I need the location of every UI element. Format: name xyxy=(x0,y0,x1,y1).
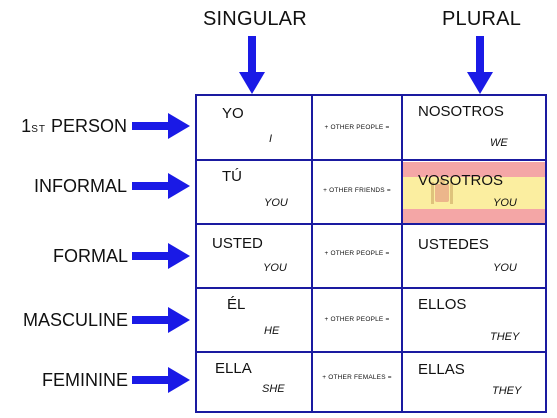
grid-divider xyxy=(195,287,547,289)
plural-translation: YOU xyxy=(493,262,517,274)
plural-down-arrow-icon xyxy=(467,36,493,94)
middle-note: + OTHER PEOPLE = xyxy=(324,250,390,257)
singular-translation: I xyxy=(269,133,273,145)
spain-flag-icon xyxy=(403,162,546,224)
grid-divider xyxy=(195,223,547,225)
singular-translation: HE xyxy=(264,325,280,337)
formal-right-arrow-icon xyxy=(132,243,190,269)
singular-translation: YOU xyxy=(263,262,287,274)
first-person-right-arrow-icon xyxy=(132,113,190,139)
plural-pronoun: USTEDES xyxy=(418,236,489,253)
singular-pronoun: ÉL xyxy=(227,296,246,313)
singular-pronoun: USTED xyxy=(212,235,263,252)
informal-right-arrow-icon xyxy=(132,173,190,199)
singular-pronoun: ELLA xyxy=(215,360,252,377)
grid-divider xyxy=(401,94,403,413)
grid-divider xyxy=(195,351,547,353)
plural-translation: THEY xyxy=(490,331,520,343)
masculine-right-arrow-icon xyxy=(132,307,190,333)
middle-note: + OTHER FRIENDS = xyxy=(323,187,391,194)
middle-note: + OTHER PEOPLE = xyxy=(324,124,390,131)
label-ordinal-suffix: ST xyxy=(31,124,46,135)
row-label-informal: INFORMAL xyxy=(33,176,127,196)
row-label-first-person: 1ST PERSON xyxy=(2,116,127,137)
plural-pronoun: ELLOS xyxy=(418,296,467,313)
middle-note: + OTHER PEOPLE = xyxy=(324,316,390,323)
singular-header: SINGULAR xyxy=(203,8,307,30)
row-label-formal: FORMAL xyxy=(52,246,128,266)
plural-pronoun: VOSOTROS xyxy=(418,172,504,189)
singular-pronoun: YO xyxy=(222,105,244,122)
pronoun-table xyxy=(195,94,547,413)
plural-translation: WE xyxy=(490,137,508,149)
row-label-masculine: MASCULINE xyxy=(22,310,128,330)
plural-pronoun: NOSOTROS xyxy=(418,103,504,120)
singular-translation: SHE xyxy=(262,383,285,395)
middle-note: + OTHER FEMALES = xyxy=(322,374,392,381)
feminine-right-arrow-icon xyxy=(132,367,190,393)
grid-divider xyxy=(311,94,313,413)
label-ordinal-number: 1 xyxy=(21,116,32,136)
singular-pronoun: TÚ xyxy=(222,168,242,185)
label-person-text: PERSON xyxy=(45,116,127,136)
singular-down-arrow-icon xyxy=(239,36,265,94)
plural-pronoun: ELLAS xyxy=(418,361,465,378)
plural-translation: YOU xyxy=(493,197,517,209)
singular-translation: YOU xyxy=(264,197,288,209)
row-label-feminine: FEMININE xyxy=(41,370,128,390)
grid-divider xyxy=(195,159,547,161)
plural-header: PLURAL xyxy=(442,8,522,30)
plural-translation: THEY xyxy=(492,385,522,397)
